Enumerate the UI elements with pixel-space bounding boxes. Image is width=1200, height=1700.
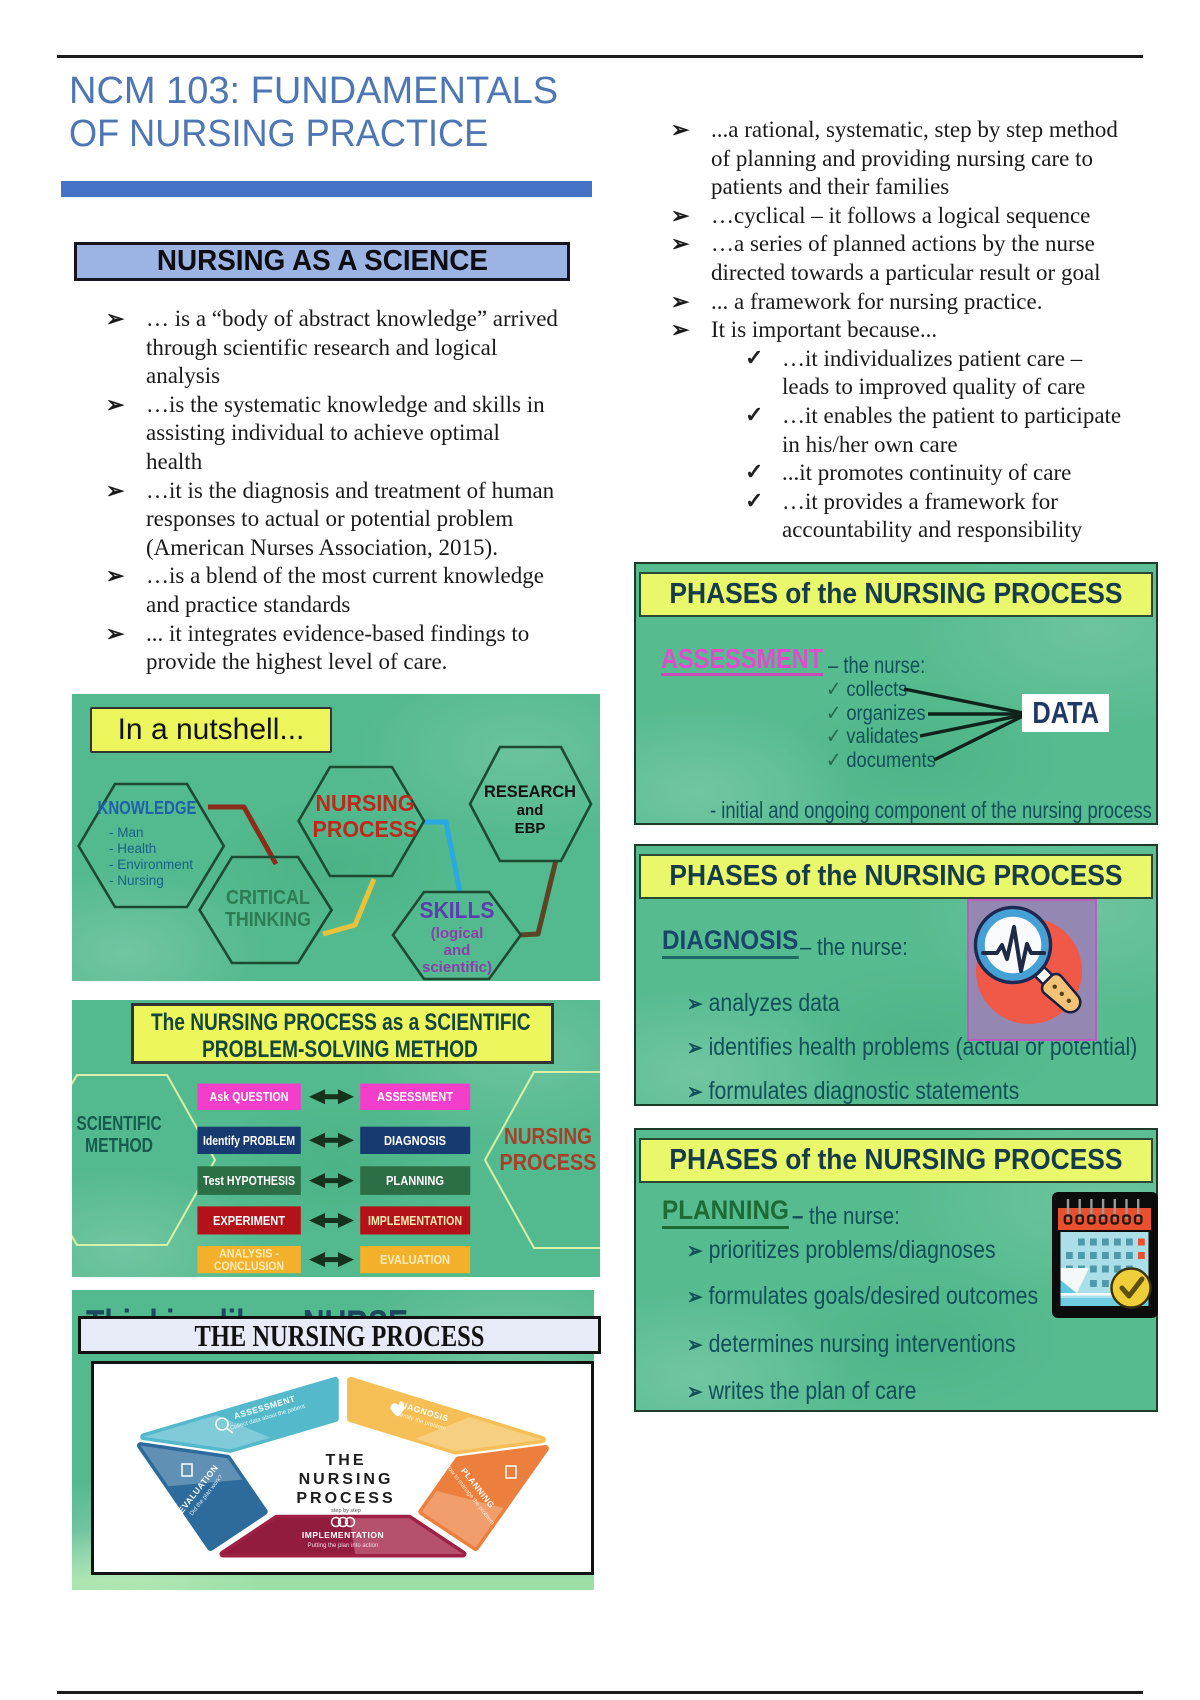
- svg-text:EXPERIMENT: EXPERIMENT: [213, 1214, 285, 1228]
- svg-text:THINKING: THINKING: [225, 909, 311, 931]
- svg-text:Identify PROBLEM: Identify PROBLEM: [203, 1134, 295, 1148]
- svg-text:- Health: - Health: [109, 841, 156, 856]
- svg-text:EBP: EBP: [515, 820, 546, 837]
- svg-text:(logical: (logical: [431, 925, 484, 942]
- svg-text:DIAGNOSIS: DIAGNOSIS: [384, 1134, 446, 1148]
- svg-text:ANALYSIS -: ANALYSIS -: [219, 1247, 279, 1261]
- svg-text:IMPLEMENTATION: IMPLEMENTATION: [302, 1530, 384, 1540]
- svg-text:- Man: - Man: [109, 825, 144, 840]
- svg-text:RESEARCH: RESEARCH: [484, 782, 576, 801]
- svg-text:IMPLEMENTATION: IMPLEMENTATION: [368, 1214, 462, 1228]
- svg-text:SKILLS: SKILLS: [420, 897, 495, 923]
- svg-text:PROCESS: PROCESS: [313, 816, 418, 842]
- svg-text:EVALUATION: EVALUATION: [380, 1253, 450, 1267]
- svg-text:and: and: [517, 802, 544, 819]
- svg-text:Ask QUESTION: Ask QUESTION: [210, 1090, 289, 1104]
- svg-text:NURSING: NURSING: [316, 790, 415, 816]
- svg-text:SCIENTIFIC: SCIENTIFIC: [77, 1113, 162, 1135]
- svg-text:KNOWLEDGE: KNOWLEDGE: [98, 798, 197, 818]
- svg-text:PROCESS: PROCESS: [500, 1149, 597, 1175]
- svg-text:Putting the plan into action: Putting the plan into action: [308, 1543, 379, 1549]
- svg-text:CRITICAL: CRITICAL: [226, 887, 310, 909]
- svg-text:THE: THE: [326, 1452, 367, 1469]
- svg-text:NURSING: NURSING: [504, 1123, 592, 1149]
- svg-text:PLANNING: PLANNING: [386, 1174, 444, 1188]
- svg-text:METHOD: METHOD: [85, 1135, 153, 1157]
- svg-text:Test HYPOTHESIS: Test HYPOTHESIS: [203, 1174, 295, 1188]
- svg-text:and: and: [444, 942, 471, 959]
- svg-text:- Environment: - Environment: [109, 857, 193, 872]
- svg-text:PROCESS: PROCESS: [296, 1490, 395, 1507]
- svg-text:ASSESSMENT: ASSESSMENT: [377, 1090, 453, 1104]
- svg-text:- Nursing: - Nursing: [109, 873, 164, 888]
- svg-text:NURSING: NURSING: [299, 1471, 394, 1488]
- svg-text:step by step: step by step: [331, 1508, 361, 1514]
- svg-text:scientific): scientific): [422, 959, 492, 976]
- svg-text:CONCLUSION: CONCLUSION: [214, 1259, 284, 1273]
